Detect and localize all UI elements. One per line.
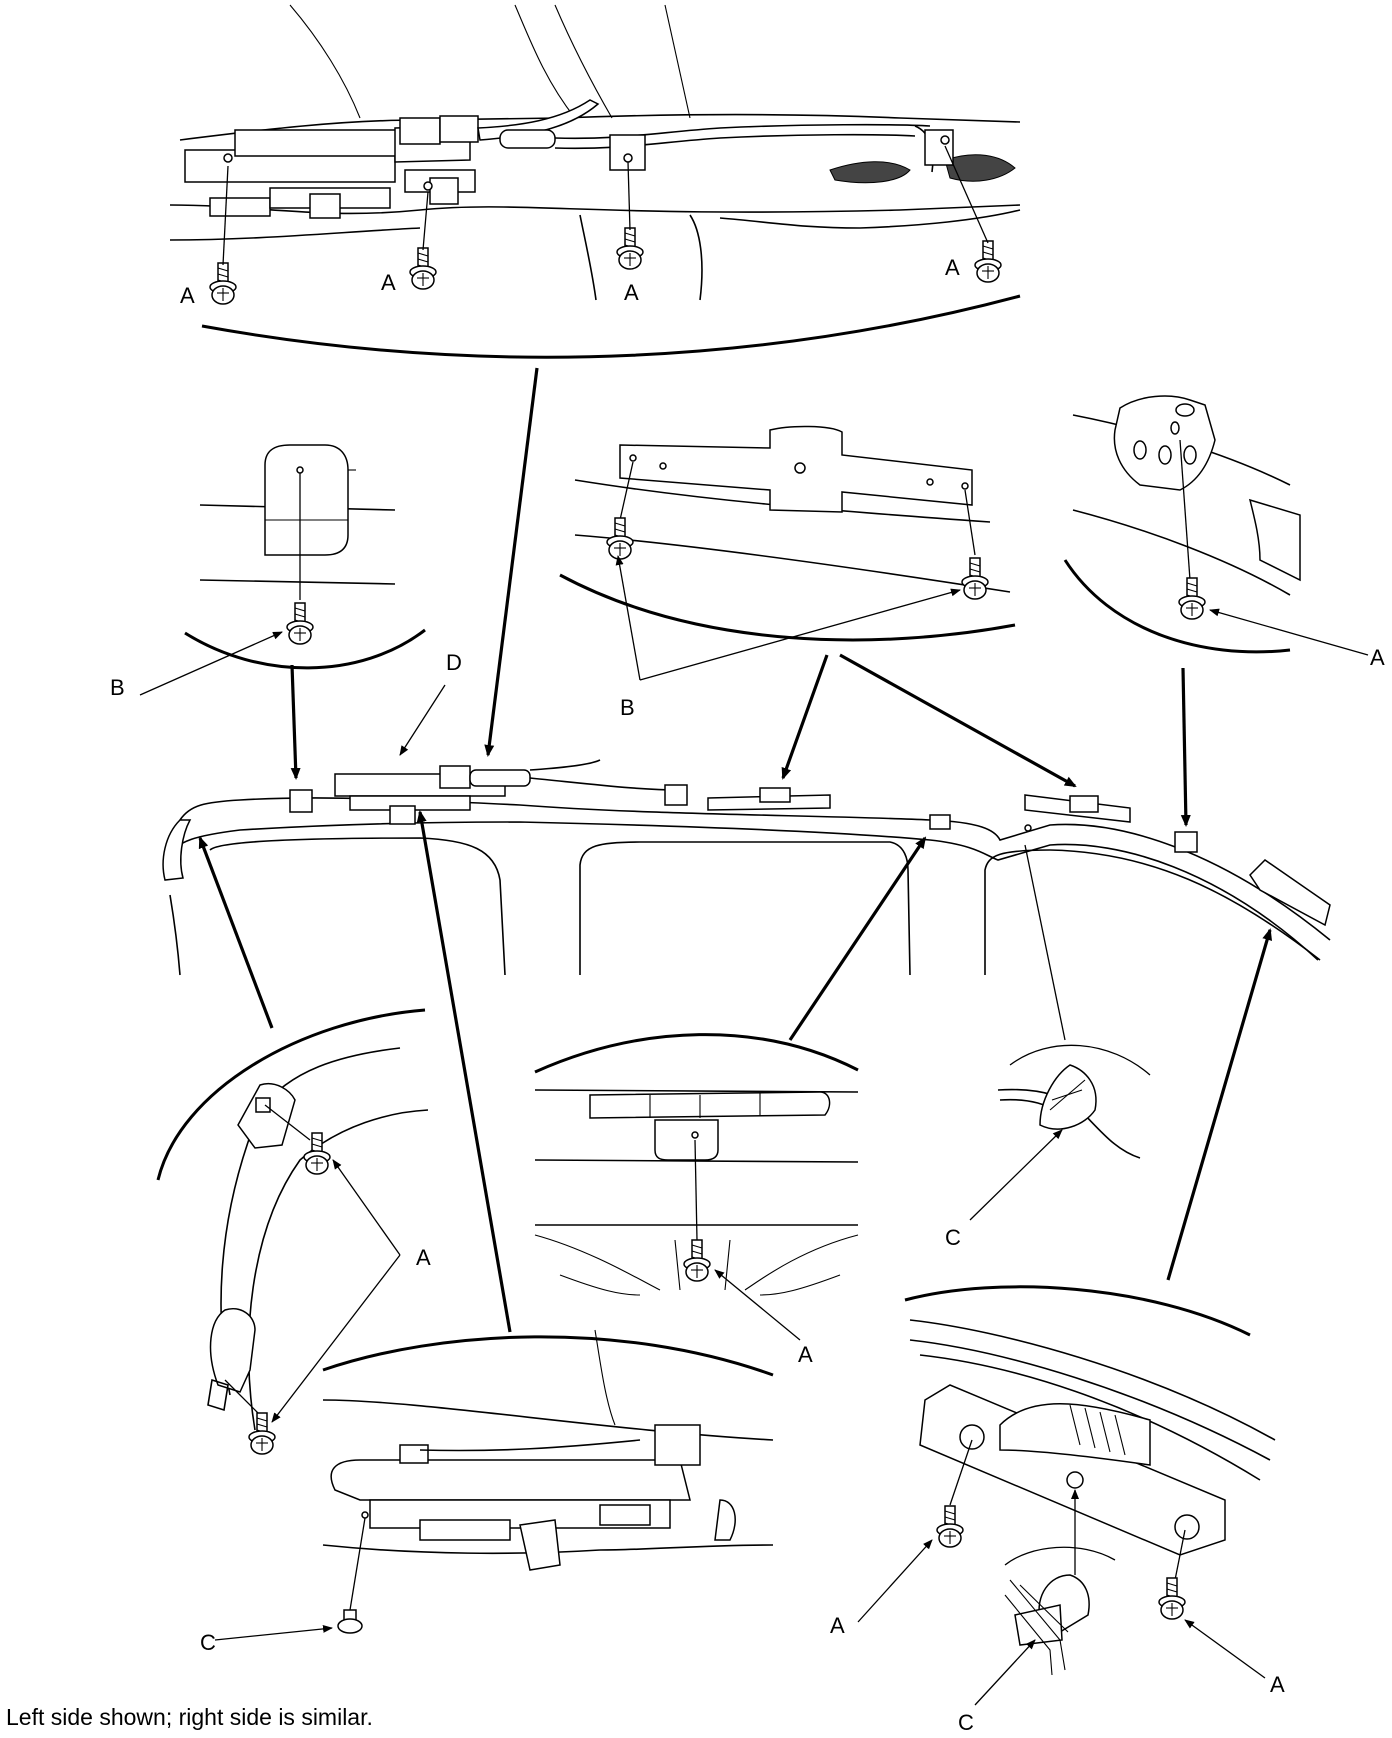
bolt-icon <box>936 1505 964 1548</box>
callout-b: B <box>620 695 635 720</box>
detail-bracket-b-center: B <box>559 425 1016 720</box>
bolt-icon <box>409 247 437 290</box>
callout-a: A <box>624 280 639 305</box>
detail-bracket-b-left: B <box>110 444 426 700</box>
callout-c: C <box>945 1225 961 1250</box>
callout-a: A <box>830 1613 845 1638</box>
callout-a: A <box>798 1342 813 1367</box>
callout-a: A <box>416 1245 431 1270</box>
bolt-icon <box>974 240 1002 283</box>
detail-clip-c-right: C <box>945 844 1151 1250</box>
callout-d: D <box>446 650 462 675</box>
callout-b: B <box>110 675 125 700</box>
callout-a: A <box>1270 1672 1285 1697</box>
bolt-icon <box>286 602 314 645</box>
bolt-icon <box>961 557 989 600</box>
callout-a: A <box>1370 645 1385 670</box>
bolt-icon <box>683 1239 711 1282</box>
detail-lower-right: A A C <box>830 928 1285 1735</box>
detail-lower-left: A <box>156 836 431 1455</box>
bolt-icon <box>1158 1577 1186 1620</box>
bolt-icon <box>209 262 237 305</box>
callout-c: C <box>200 1630 216 1655</box>
callout-a: A <box>180 283 195 308</box>
detail-lower-middle: C <box>200 810 774 1655</box>
detail-bracket-a-right: A <box>1063 395 1385 670</box>
callout-a: A <box>381 270 396 295</box>
detail-lower-center: A <box>534 836 927 1367</box>
bolt-icon <box>1178 577 1206 620</box>
bolt-icon <box>616 227 644 270</box>
detail-top-inflator: A A A A <box>169 4 1021 359</box>
bolt-icon <box>606 517 634 560</box>
callout-a: A <box>945 255 960 280</box>
main-airbag-assembly: D <box>162 367 1331 976</box>
caption-note: Left side shown; right side is similar. <box>6 1704 373 1730</box>
callout-c: C <box>958 1710 974 1735</box>
